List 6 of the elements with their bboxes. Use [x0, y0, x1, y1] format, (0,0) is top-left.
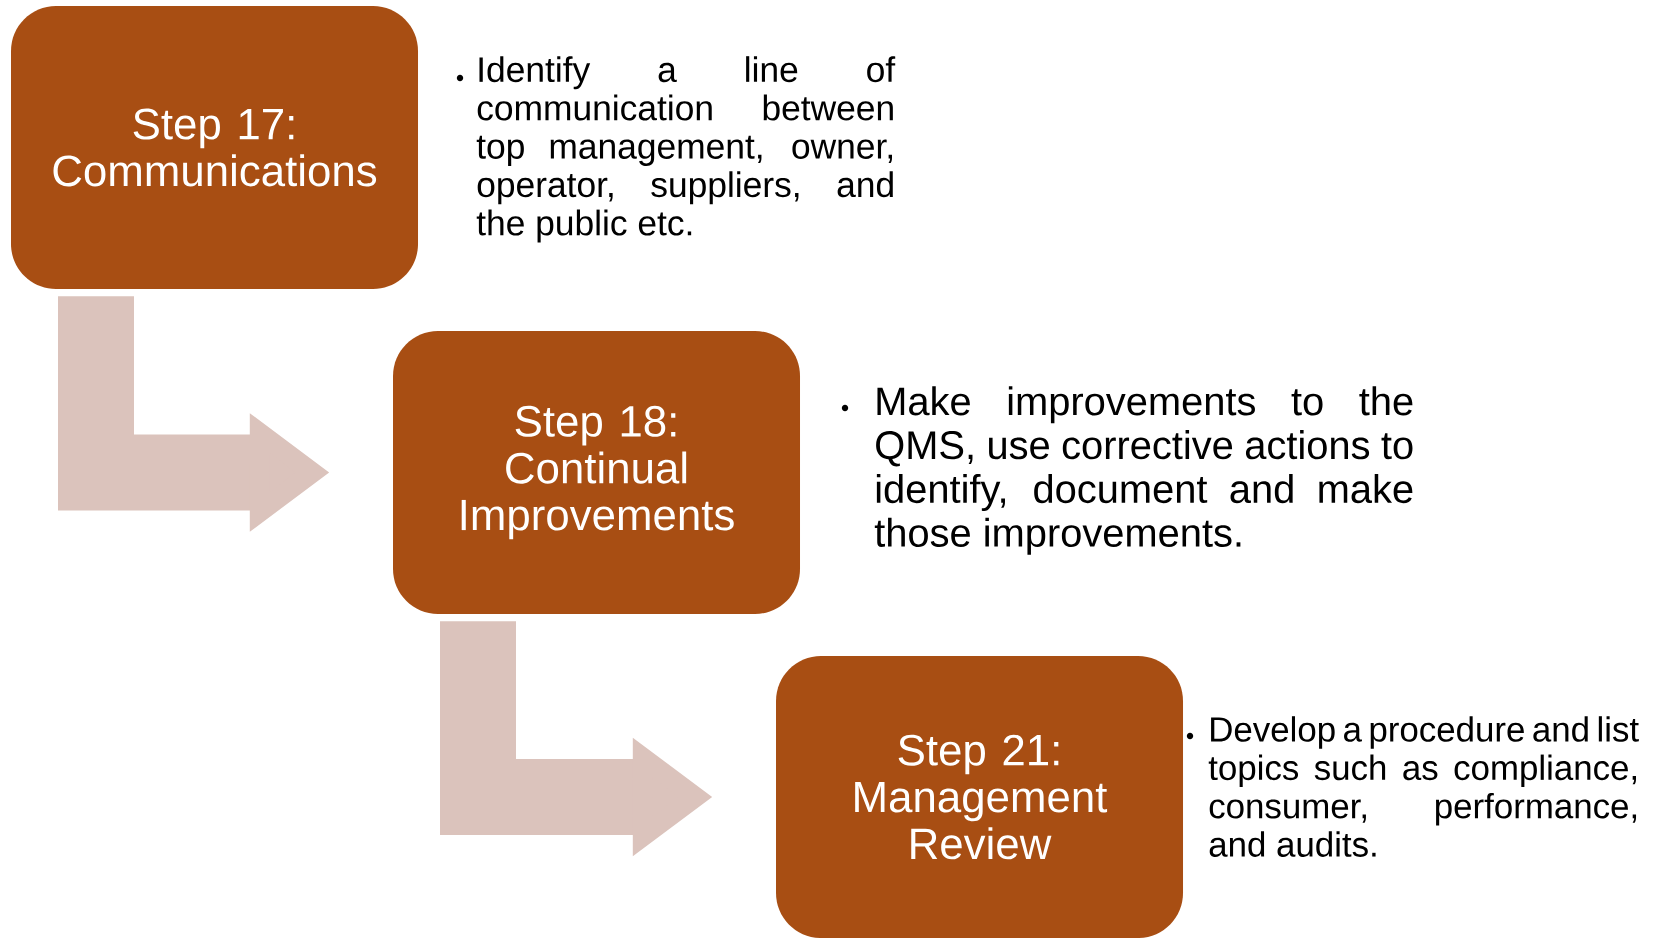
- bullet-text: Develop a procedure and list topics such as compliance, consumer, performance, and audits.: [1208, 716, 1639, 857]
- step-box: Step 21: Management Review: [776, 656, 1183, 938]
- step-box: Step 18: Continual Improvements: [393, 331, 800, 614]
- step-box: Step 17: Communications: [11, 6, 418, 289]
- bullet-text: Make improvements to the QMS, use corrective actions to identify, document and make those improvements.: [874, 386, 1413, 555]
- bullet-text: Identify a line of communication between top management, owner, operator, suppliers, and the public etc.: [476, 56, 896, 243]
